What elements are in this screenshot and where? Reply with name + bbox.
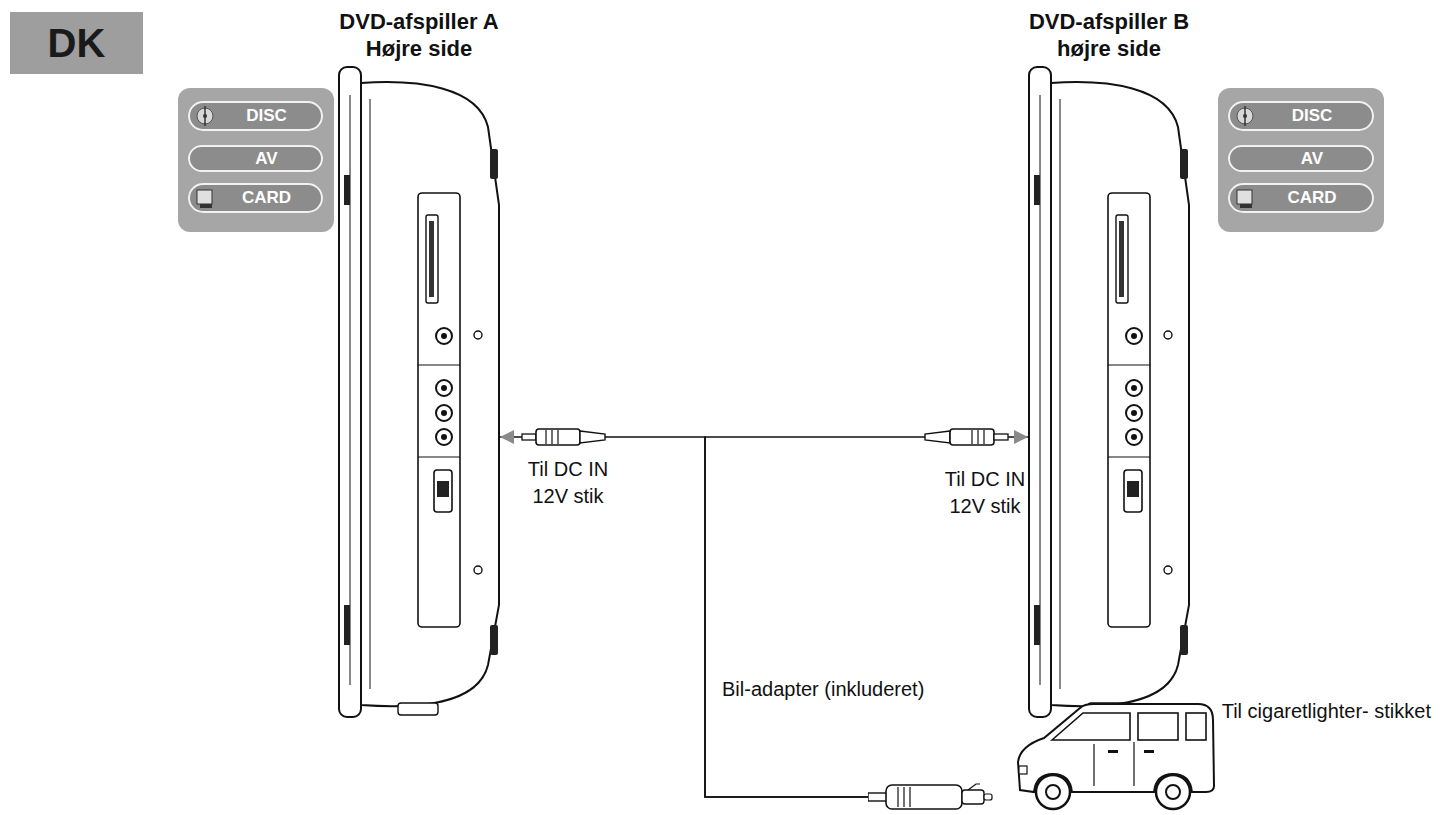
player-heading: DVD-afspiller B højre side <box>1014 9 1204 62</box>
dvd-player: DVD-afspiller B højre side <box>1028 65 1190 720</box>
disc-icon <box>1237 106 1253 126</box>
button-label: DISC <box>246 106 287 126</box>
player-drawing <box>1029 67 1189 717</box>
button-fill <box>188 101 323 131</box>
button-fill <box>1228 101 1374 131</box>
panel-ground <box>178 88 334 232</box>
card-icon <box>1237 190 1252 208</box>
button-label: DISC <box>1292 106 1333 126</box>
power-cable <box>500 437 868 797</box>
dvd-player: DVD-afspiller A Højre side <box>338 65 500 720</box>
part-label: Bil-adapter (inkluderet) <box>722 676 924 703</box>
dc-plug <box>522 429 605 445</box>
country-badge: DK <box>10 12 143 74</box>
car-drawing <box>868 704 1214 809</box>
country-code: DK <box>48 21 106 66</box>
panel-ground <box>1218 88 1384 232</box>
mode-button: DISC <box>1228 101 1374 131</box>
mode-button: DISC <box>188 101 323 131</box>
button-label: AV <box>1301 149 1323 169</box>
power-cable <box>705 437 1028 797</box>
button-panel <box>178 88 334 232</box>
button-label: CARD <box>1287 188 1336 208</box>
button-label: CARD <box>242 188 291 208</box>
player-drawing <box>338 65 500 720</box>
car-adapter: Til cigaretlighter- stikket <box>868 700 1215 812</box>
player-heading: DVD-afspiller A Højre side <box>324 9 514 62</box>
mode-button: AV <box>188 145 323 172</box>
mode-button: CARD <box>188 183 323 213</box>
mode-button: AV <box>1228 145 1374 172</box>
edge-label: Til DC IN 12V stik <box>929 466 1041 520</box>
player-drawing <box>339 67 499 717</box>
card-icon <box>197 190 212 208</box>
player-drawing <box>1028 65 1190 720</box>
disc-icon <box>197 106 213 126</box>
button-fill <box>188 145 323 172</box>
button-fill <box>1228 145 1374 172</box>
edge-label: Til DC IN 12V stik <box>512 456 624 510</box>
dc-plug <box>925 429 1008 445</box>
button-panel <box>1218 88 1384 232</box>
socket-note: Til cigaretlighter- stikket <box>1219 698 1431 725</box>
mode-button: CARD <box>1228 183 1374 213</box>
button-fill <box>1228 183 1374 213</box>
button-fill <box>188 183 323 213</box>
button-label: AV <box>255 149 277 169</box>
car-drawing <box>868 700 1215 812</box>
